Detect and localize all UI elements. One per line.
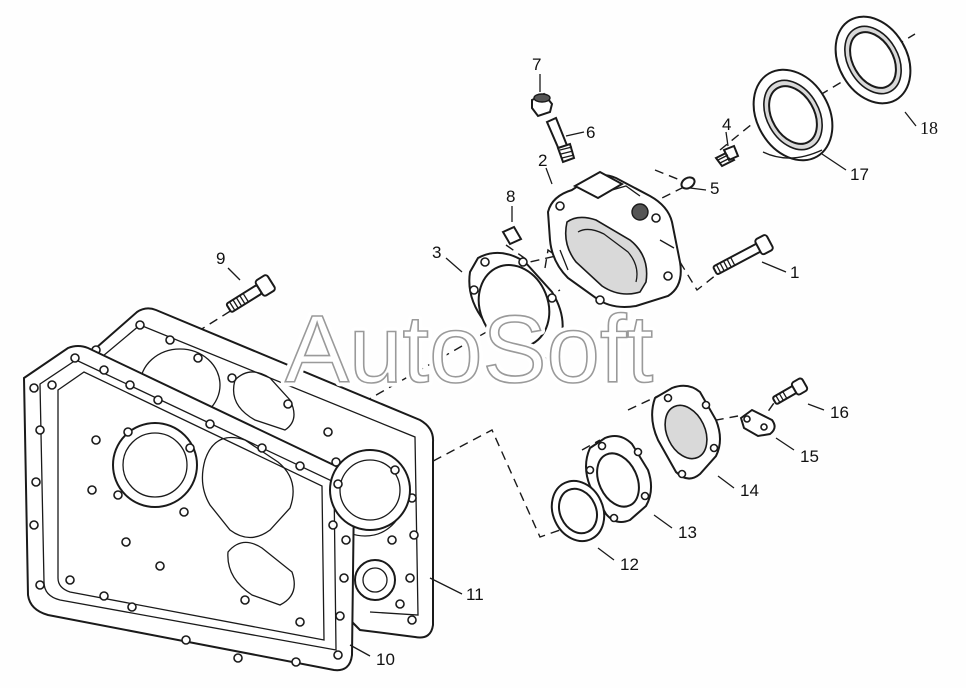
callout-4: 4 — [722, 115, 731, 134]
callout-6: 6 — [586, 123, 595, 142]
callout-15: 15 — [800, 447, 819, 466]
part-10-gasket — [22, 345, 411, 672]
part-16-bolt — [772, 377, 809, 405]
part-5-washer — [680, 176, 696, 190]
callout-2: 2 — [538, 151, 547, 170]
callout-8: 8 — [506, 187, 515, 206]
callout-16: 16 — [830, 403, 849, 422]
svg-text:AutoSoft: AutoSoft — [285, 296, 653, 403]
part-2-housing — [546, 170, 682, 308]
callout-18: 18 — [920, 118, 938, 138]
callout-3: 3 — [432, 243, 441, 262]
callout-10: 10 — [376, 650, 395, 669]
part-1-bolt — [712, 234, 774, 275]
watermark: AutoSoft AutoSoft — [281, 292, 658, 408]
callout-5: 5 — [710, 179, 719, 198]
callout-13: 13 — [678, 523, 697, 542]
part-7-cap-nut — [531, 92, 554, 118]
part-10-bolt-holes — [29, 353, 351, 667]
svg-text:AutoSoft: AutoSoft — [285, 296, 653, 403]
callout-9: 9 — [216, 249, 225, 268]
callout-1: 1 — [790, 263, 799, 282]
part-8-dowel — [501, 225, 523, 246]
part-13-gasket — [585, 435, 652, 523]
callout-17: 17 — [850, 165, 869, 184]
part-15-lock-plate — [739, 408, 776, 438]
callout-11: 11 — [466, 585, 484, 604]
part-12-washer — [550, 479, 606, 543]
part-6-fitting — [545, 116, 576, 164]
callout-12: 12 — [620, 555, 639, 574]
part-17-seal — [752, 68, 834, 162]
part-4-plug — [714, 144, 740, 168]
part-14-cover — [651, 384, 721, 480]
leader-lines — [227, 74, 917, 657]
callout-14: 14 — [740, 481, 759, 500]
part-18-seal — [834, 15, 912, 105]
callout-7: 7 — [532, 55, 541, 74]
part-3-flange-gasket — [468, 251, 564, 361]
callout-labels: 1 2 3 4 5 6 7 8 9 10 11 12 13 14 15 16 1… — [216, 55, 938, 669]
part-9-bolt — [225, 274, 276, 313]
